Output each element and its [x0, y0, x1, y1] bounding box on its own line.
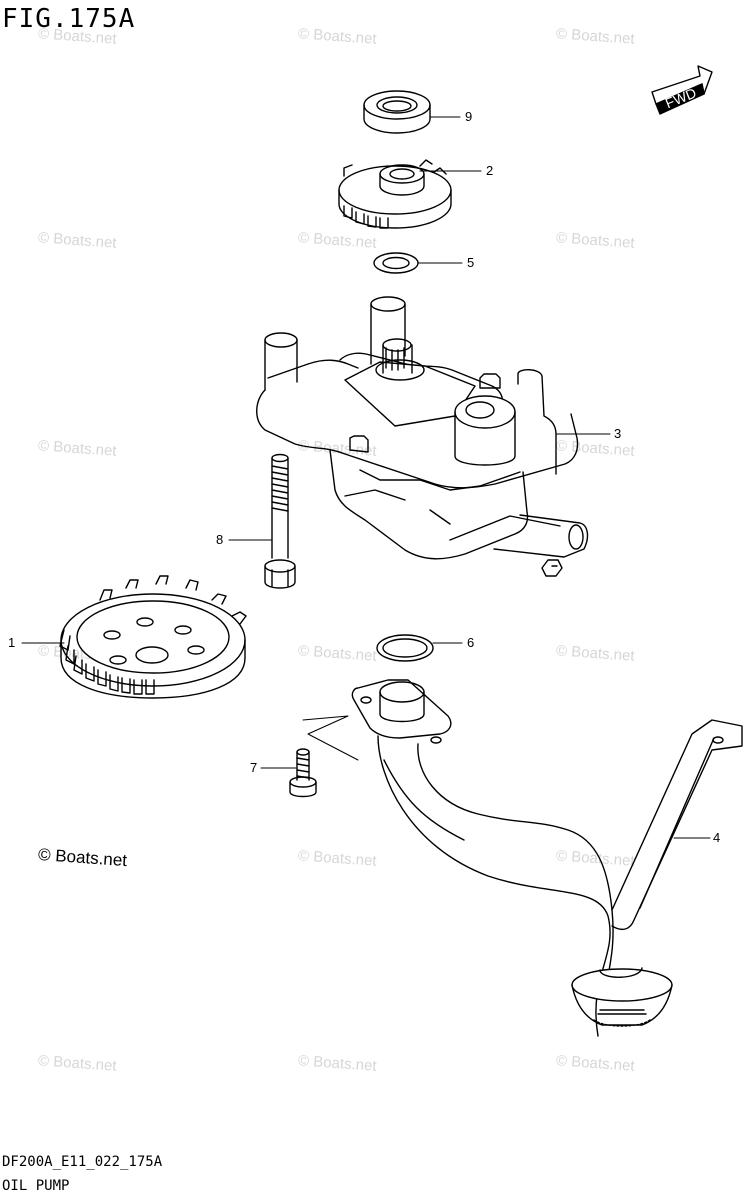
callout-2: 2: [486, 163, 494, 178]
callout-3: 3: [614, 426, 622, 441]
long-bolt-part: [264, 453, 296, 589]
driven-gear-part: [338, 159, 452, 229]
small-bolt-part: [289, 748, 317, 798]
figure-code: DF200A_E11_022_175A: [2, 1154, 163, 1170]
callout-1: 1: [8, 635, 16, 650]
callout-4: 4: [713, 830, 721, 845]
oil-strainer-part: [351, 679, 743, 1037]
fwd-arrow-icon: FWD: [651, 65, 713, 115]
callout-6: 6: [467, 635, 475, 650]
callout-5: 5: [467, 255, 475, 270]
o-ring-part: [376, 634, 434, 662]
washer-part: [373, 252, 419, 274]
callout-9: 9: [465, 109, 473, 124]
leader-lines: [21, 116, 711, 839]
figure-name: OIL PUMP: [2, 1178, 70, 1194]
oil-pump-body-part: [256, 296, 589, 577]
drive-gear-part: [59, 575, 247, 699]
callout-8: 8: [216, 532, 224, 547]
callout-7: 7: [250, 760, 258, 775]
figure-title: FIG.175A: [2, 4, 136, 34]
bearing-part: [363, 90, 431, 134]
connector-line: [302, 715, 359, 761]
